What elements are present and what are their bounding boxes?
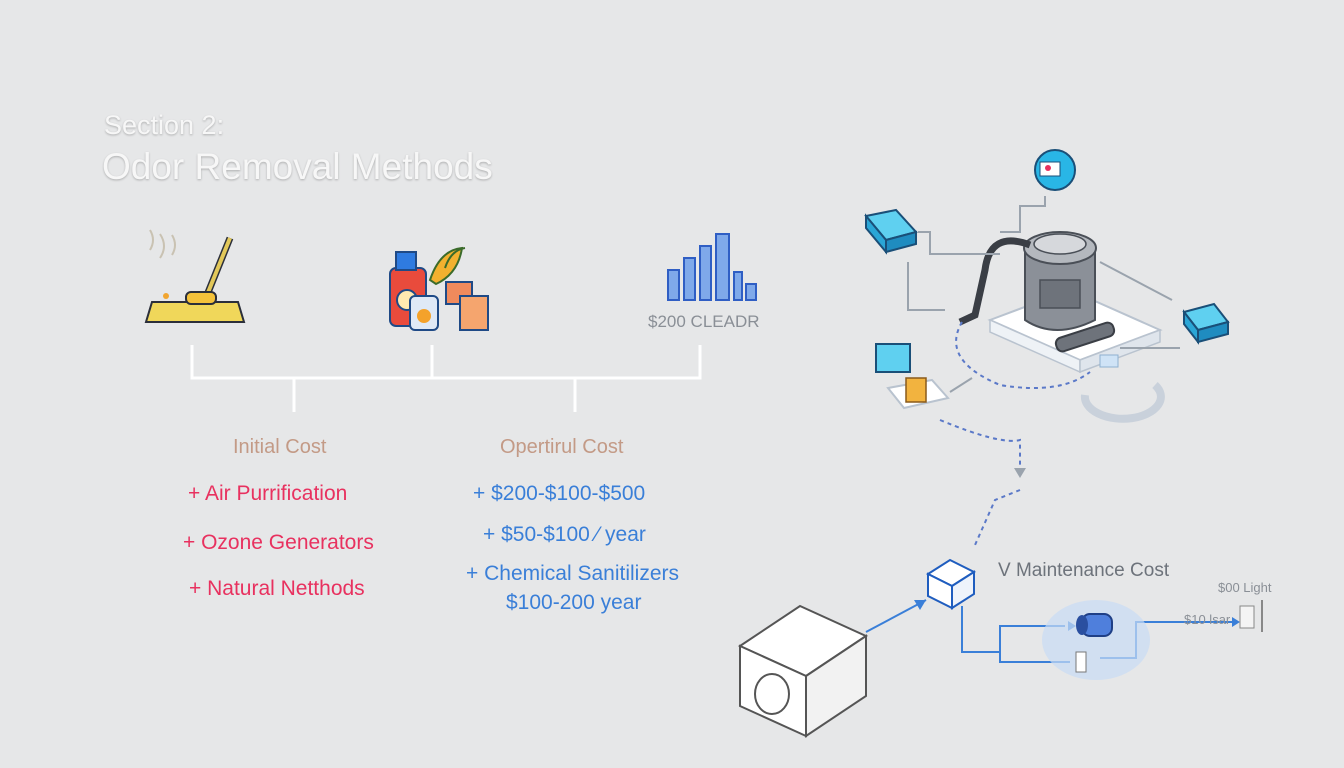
- bar-chart-icon: [667, 233, 757, 301]
- initial-cost-heading: Initial Cost: [233, 436, 327, 458]
- operational-cost-item-3: + Chemical Sanitilizers: [466, 562, 679, 585]
- operational-cost-heading: Opertirul Cost: [500, 436, 624, 458]
- bars-caption: $200 CLEADR: [648, 312, 760, 331]
- operational-cost-item-2: + $50-$100 ⁄ year: [483, 523, 646, 546]
- connector-tree: [190, 345, 702, 412]
- initial-cost-item-3: + Natural Netthods: [189, 577, 365, 600]
- section-label: Section 2:: [104, 110, 225, 140]
- page-title: Odor Removal Methods: [102, 146, 493, 187]
- maintenance-price-year: $10 lsar: [1184, 612, 1231, 627]
- device-cluster: [864, 149, 1230, 546]
- initial-cost-item-1: + Air Purrification: [188, 482, 348, 505]
- cyan-device-bottom: [875, 343, 950, 410]
- maintenance-flow: [737, 558, 1263, 738]
- initial-cost-item-2: + Ozone Generators: [183, 531, 374, 554]
- maintenance-price-light: $00 Light: [1218, 580, 1272, 595]
- cyan-device-top: [1034, 149, 1076, 191]
- cyan-device-left: [864, 208, 918, 255]
- cleaning-tool-icon: [144, 229, 246, 323]
- operational-cost-item-1: + $200-$100-$500: [473, 482, 646, 505]
- operational-cost-item-4: $100-200 year: [506, 591, 642, 614]
- cyan-device-right: [1182, 302, 1230, 345]
- cleaning-products-icon: [389, 246, 489, 331]
- maintenance-heading: V Maintenance Cost: [998, 560, 1170, 581]
